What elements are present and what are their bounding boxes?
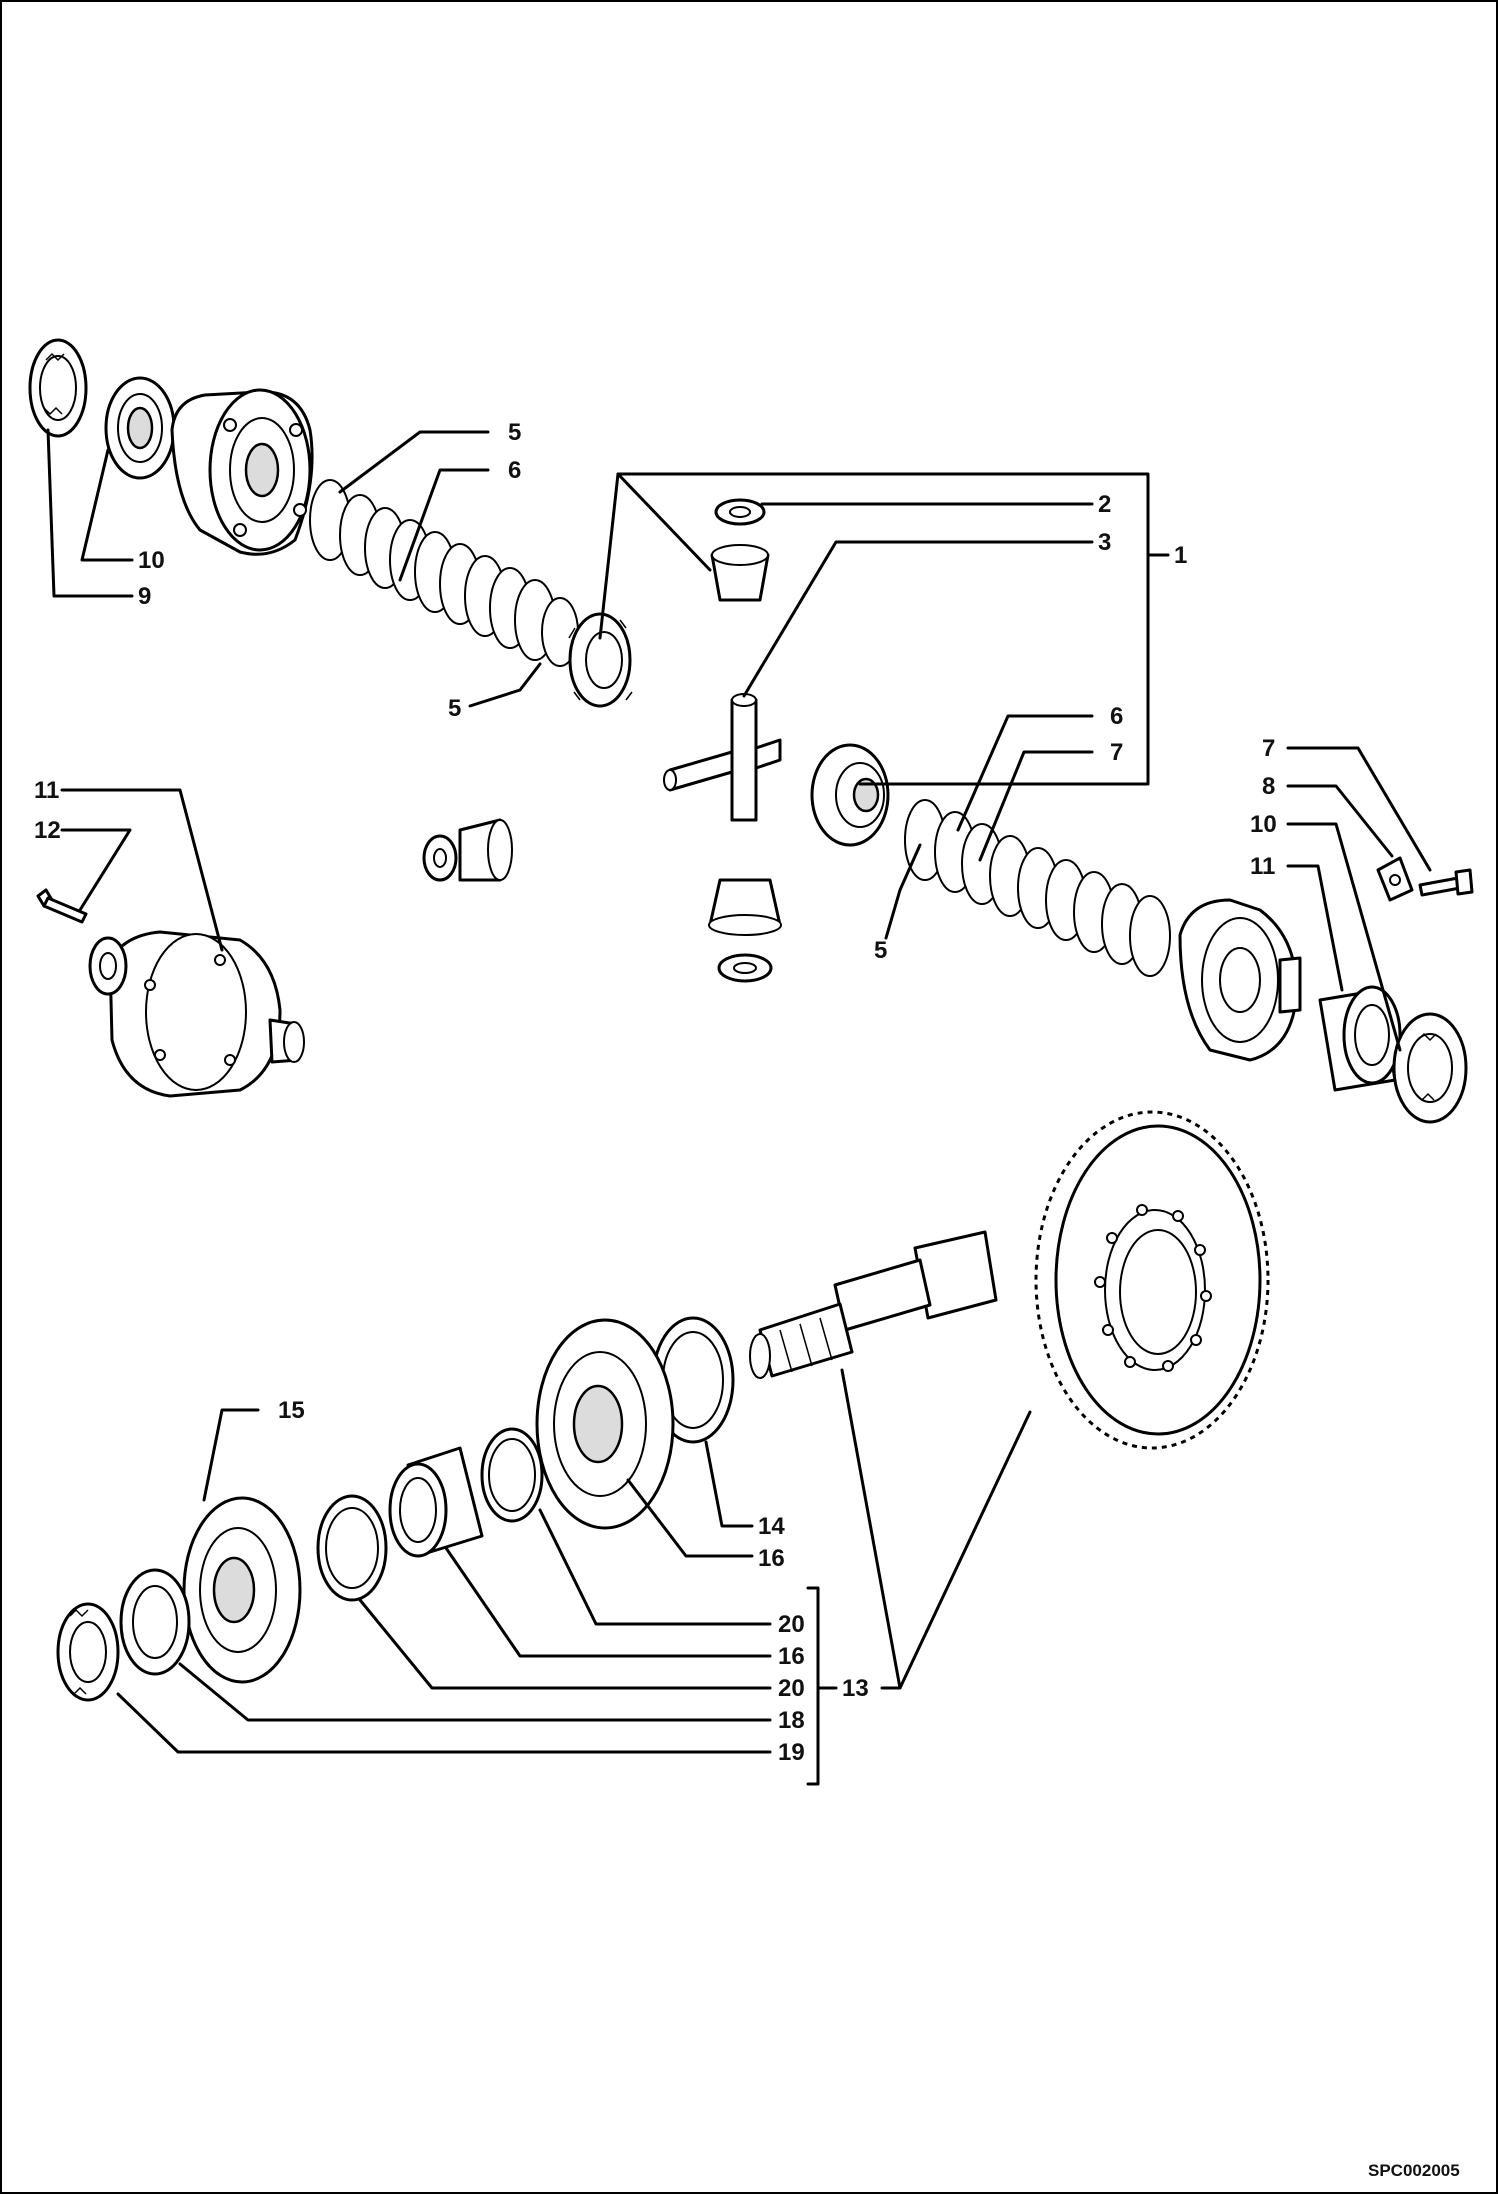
callout-15: 14 (758, 1513, 785, 1540)
callout-10-left: 9 (138, 583, 151, 610)
callout-5-left-label: 5 (448, 695, 461, 722)
callout-11-right: 11 (1250, 853, 1275, 880)
part-14-crown-wheel (1034, 1110, 1270, 1450)
part-12-differential-housing (88, 930, 305, 1098)
callout-3: 3 (1098, 529, 1111, 556)
pinion-gear-top (710, 544, 770, 602)
callout-labels: 5 6 2 3 1 10 9 3 5 5 6 6 7 5 7 8 10 11 1… (34, 419, 1277, 1766)
callout-20-top: 20 (778, 1611, 805, 1638)
callout-7-right: 7 (1110, 739, 1123, 766)
part-17-spacer (388, 1446, 484, 1558)
callout-13: 12 (34, 817, 61, 844)
callout-9: 8 (1262, 773, 1275, 800)
part-10-ring-left (28, 338, 88, 438)
part-9-bracket (1376, 856, 1414, 902)
callout-20-bottom: 20 (778, 1675, 805, 1702)
callout-12: 11 (34, 777, 59, 804)
callout-7-left: 6 (508, 457, 521, 484)
callout-6-left: 5 (508, 419, 521, 446)
callout-5-right: 5 (874, 937, 887, 964)
part-20-ring-lower (316, 1494, 388, 1602)
pinion-gear-left (422, 818, 513, 882)
callout-16-bottom: 16 (758, 1545, 785, 1572)
left-axle-assembly (28, 338, 633, 708)
left-hub-housing (170, 388, 314, 556)
part-8-bolt (1418, 868, 1474, 897)
part-18-washer (119, 1568, 191, 1676)
differential-center (422, 498, 782, 983)
callout-8: 7 (1262, 735, 1275, 762)
callout-10-right: 10 (1250, 811, 1277, 838)
callout-11-left: 10 (138, 547, 165, 574)
callout-1: 1 (1174, 542, 1187, 569)
part-13-bolt (36, 888, 88, 924)
callout-2: 2 (1098, 491, 1111, 518)
right-side-gear (810, 743, 890, 847)
pinion-gear-bottom (708, 878, 782, 936)
leader-lines (46, 428, 1432, 1786)
part-11-bearing-left (104, 376, 176, 480)
left-clutch-plate-stack (309, 479, 579, 667)
drawing-code: SPC002005 (1368, 2161, 1460, 2180)
right-hub-housing (1178, 898, 1302, 1062)
callout-19: 19 (778, 1739, 805, 1766)
part-20-ring-upper (480, 1427, 544, 1523)
part-14-pinion-shaft (749, 1230, 998, 1379)
callout-16-top: 15 (278, 1397, 305, 1424)
part-19-nut (56, 1602, 120, 1702)
part-11-bearing-right (1318, 985, 1402, 1092)
part-2-thrust-washer-top (714, 498, 766, 526)
left-side-gear (568, 612, 633, 708)
callout-18: 18 (778, 1707, 805, 1734)
callout-6-right-label: 6 (1110, 703, 1123, 730)
callout-14: 13 (842, 1675, 869, 1702)
part-16-bearing-upper (535, 1318, 675, 1530)
right-axle-assembly (810, 743, 1474, 1124)
callout-17: 16 (778, 1643, 805, 1670)
thrust-washer-bottom (717, 953, 773, 983)
part-16-bearing-lower (182, 1496, 302, 1684)
part-10-ring-right (1392, 1012, 1468, 1124)
right-clutch-plate-stack (904, 799, 1171, 977)
part-3-cross-pin (663, 693, 782, 822)
